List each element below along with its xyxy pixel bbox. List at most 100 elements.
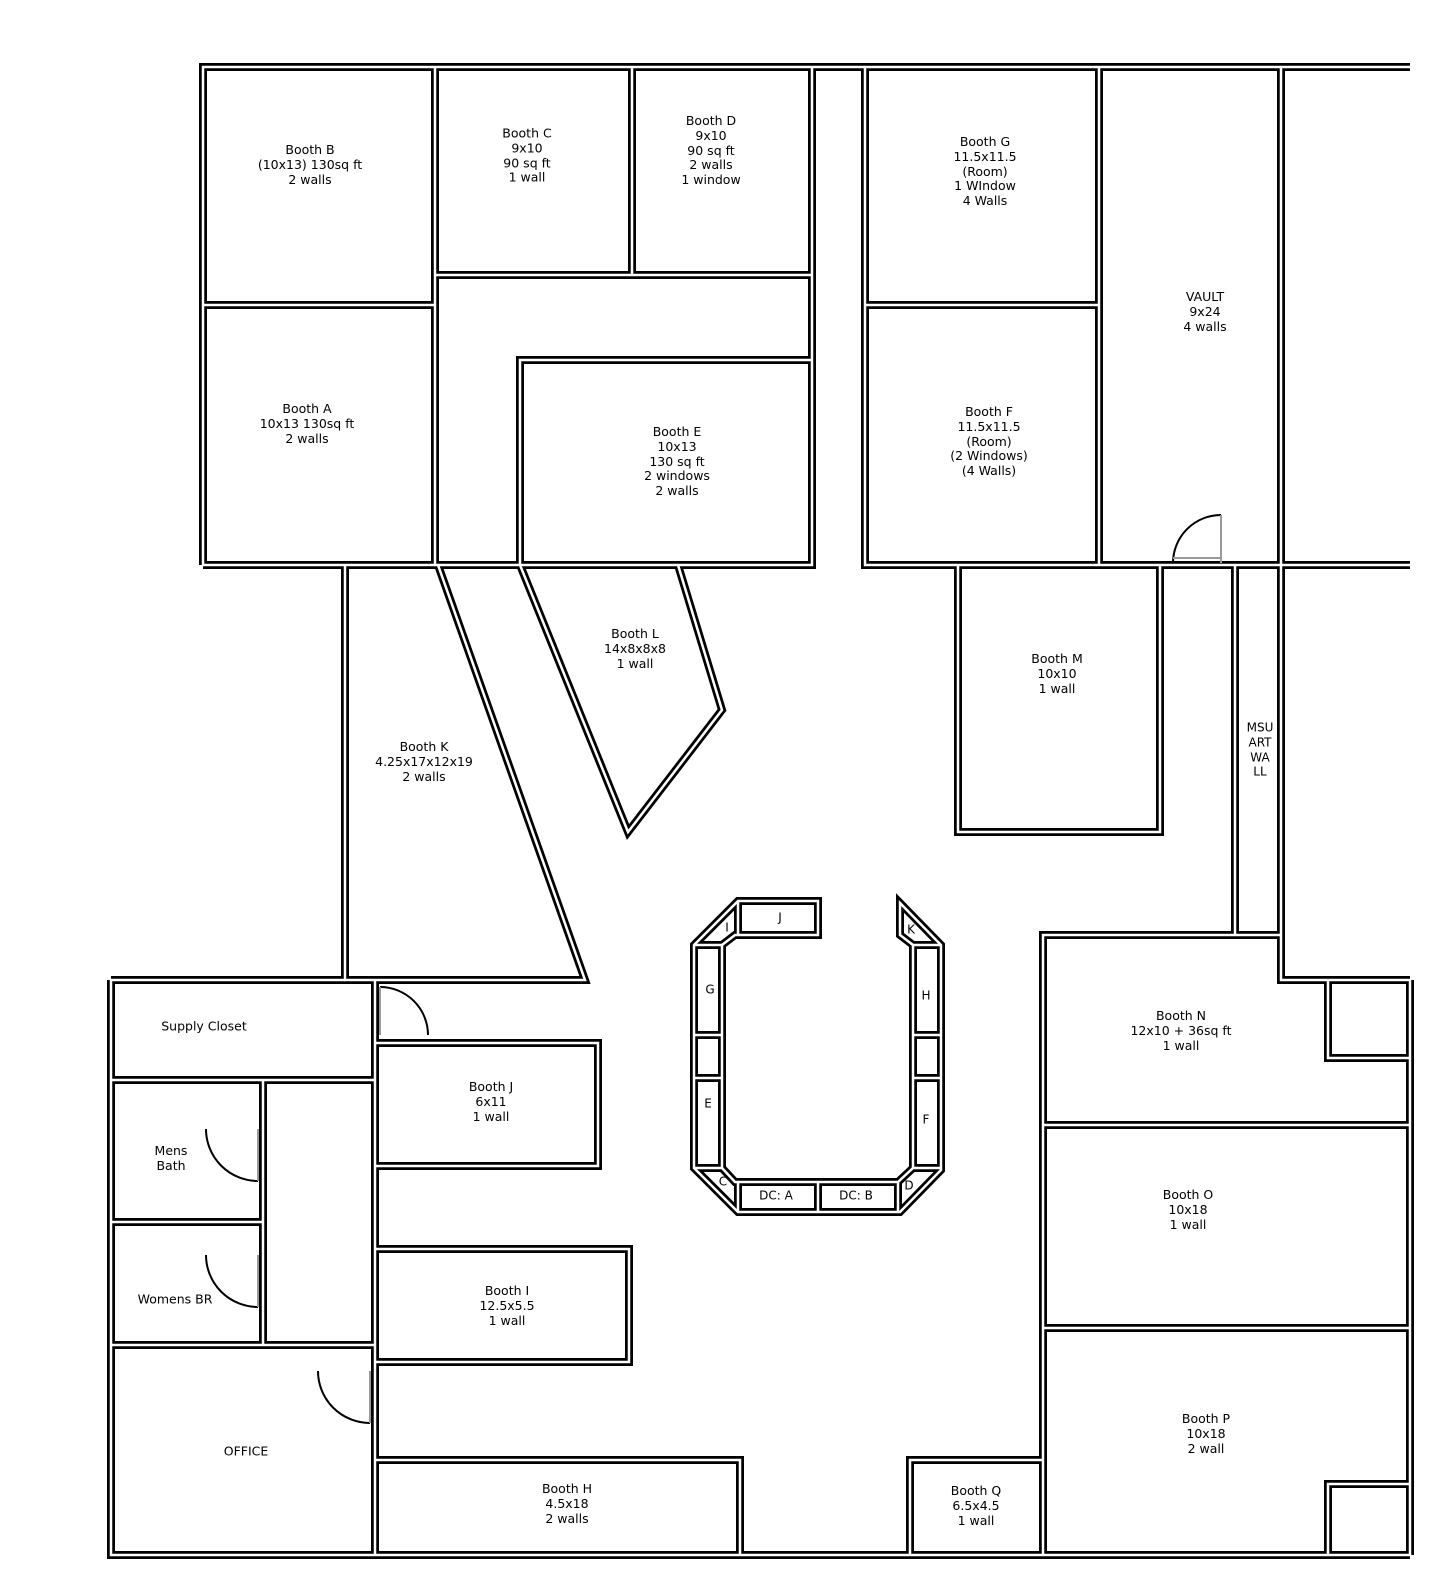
label-line: 10x13 130sq ft — [259, 415, 355, 431]
label-line: 14x8x8x8 — [604, 640, 666, 656]
table-cell-f: F — [922, 1112, 930, 1127]
label-line: Womens BR — [137, 1291, 213, 1307]
label-line: 9x10 — [695, 127, 727, 143]
wall-core — [956, 565, 1162, 834]
table-cell-h: H — [921, 988, 931, 1003]
label-line: 2 walls — [288, 171, 332, 187]
label-line: Booth D — [685, 113, 737, 129]
label-line: 12.5x5.5 — [479, 1297, 535, 1313]
table-cell-dc-a: DC: A — [759, 1188, 793, 1203]
label-line: 4 walls — [1183, 318, 1227, 334]
wall-core — [343, 564, 587, 982]
label-line: Booth M — [1031, 650, 1083, 666]
label-line: Bath — [156, 1158, 186, 1173]
wall-core — [375, 1458, 742, 1555]
wall-core — [1041, 933, 1281, 1555]
label-line: Booth J — [468, 1078, 514, 1094]
label-line: 9x24 — [1189, 303, 1221, 319]
label-line: Booth H — [541, 1480, 593, 1496]
label-line: (Room) — [962, 163, 1008, 179]
label-line: VAULT — [1185, 288, 1225, 304]
door-icon — [205, 1128, 259, 1182]
label-line: 2 walls — [689, 157, 733, 173]
label-line: 1 wall — [508, 169, 546, 185]
label-line: 1 wall — [616, 655, 654, 671]
label-line: Booth G — [959, 134, 1011, 150]
table-cell-i: I — [725, 920, 729, 935]
wall-core — [375, 1041, 600, 1168]
wall-core — [1326, 980, 1410, 1060]
door-icon — [205, 1254, 259, 1308]
door-icon — [1172, 514, 1222, 564]
label-line: 6x11 — [475, 1093, 507, 1109]
table-cell-g: G — [705, 982, 715, 997]
label-line: (Room) — [966, 433, 1012, 449]
wall-core — [375, 1247, 631, 1364]
label-line: Booth E — [652, 424, 702, 440]
label-line: 2 walls — [402, 768, 446, 784]
label-line: MSU — [1246, 720, 1274, 735]
wall-core — [863, 67, 1410, 567]
womens-br-label: Womens BR — [137, 1291, 213, 1308]
wall-core — [1326, 1482, 1410, 1555]
label-line: 2 walls — [285, 430, 329, 446]
label-line: Booth N — [1155, 1007, 1207, 1023]
wall-segment — [199, 63, 1410, 565]
label-line: 4.5x18 — [545, 1495, 589, 1511]
wall-core — [518, 358, 812, 565]
label-line: 2 windows — [644, 468, 710, 484]
label-line: Booth P — [1181, 1410, 1231, 1426]
label-line: WA — [1250, 750, 1270, 764]
label-line: 2 walls — [655, 483, 699, 499]
label-line: Booth K — [399, 738, 449, 754]
label-line: 1 WIndow — [954, 178, 1016, 194]
label-line: 130 sq ft — [649, 453, 705, 469]
wall-segment — [1324, 1480, 1410, 1555]
label-line: 10x10 — [1037, 665, 1077, 681]
label-line: 2 walls — [545, 1510, 589, 1526]
wall-segment — [1324, 980, 1410, 1062]
label-line: 12x10 + 36sq ft — [1130, 1022, 1232, 1038]
wall-core — [520, 67, 814, 567]
label-line: Supply Closet — [161, 1018, 247, 1034]
label-line: Booth L — [611, 625, 659, 641]
label-line: 10x18 — [1168, 1201, 1208, 1217]
label-line: Booth B — [285, 141, 335, 157]
label-line: 9x10 — [511, 140, 543, 156]
table-cell-c: C — [718, 1174, 728, 1189]
label-line: 1 wall — [488, 1312, 526, 1328]
wall-core — [908, 1458, 1043, 1555]
office-label: OFFICE — [223, 1443, 269, 1460]
label-line: 4 Walls — [962, 193, 1008, 209]
wall-segment — [516, 563, 727, 840]
label-line: 1 wall — [472, 1108, 510, 1124]
label-line: 11.5x11.5 — [957, 418, 1021, 434]
label-line: 10x18 — [1186, 1425, 1226, 1441]
label-line: Booth I — [484, 1282, 530, 1298]
label-line: OFFICE — [223, 1443, 269, 1459]
wall-core — [109, 980, 1410, 1557]
label-line: 1 wall — [1169, 1216, 1207, 1232]
label-line: 11.5x11.5 — [953, 148, 1017, 164]
table-cell-e: E — [704, 1096, 712, 1111]
label-line: Booth A — [282, 400, 332, 416]
wall-segment — [861, 67, 1410, 569]
wall-core — [518, 564, 724, 835]
label-line: ART — [1248, 735, 1272, 750]
label-line: 1 wall — [957, 1512, 995, 1528]
